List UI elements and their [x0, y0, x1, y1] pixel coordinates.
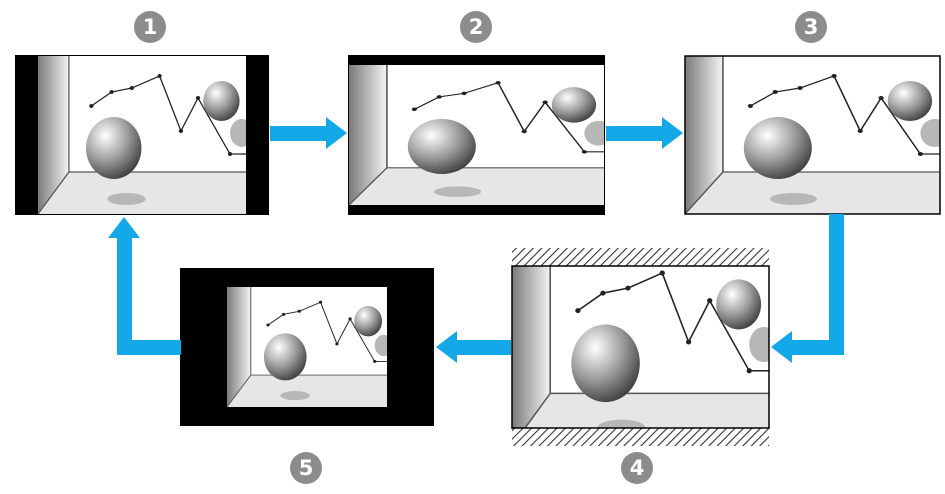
step-badge-5: 5: [290, 452, 322, 484]
step-number: 1: [142, 15, 158, 39]
step-number: 2: [468, 15, 484, 39]
arrow-2-to-3: [606, 117, 683, 149]
frame-5: [180, 268, 434, 426]
frame-1: [15, 55, 269, 215]
arrow-1-to-2: [270, 117, 347, 149]
step-number: 4: [629, 456, 645, 480]
arrow-3-to-4: [771, 214, 844, 363]
frame-3: [684, 55, 941, 215]
step-number: 3: [803, 15, 819, 39]
step-number: 5: [298, 456, 314, 480]
step-badge-1: 1: [134, 11, 166, 43]
step-badge-4: 4: [621, 452, 653, 484]
frame-2: [348, 55, 605, 215]
arrow-4-to-5: [436, 331, 511, 363]
step-badge-2: 2: [460, 11, 492, 43]
step-badge-3: 3: [795, 11, 827, 43]
frame-4: [511, 248, 770, 446]
arrow-5-to-1: [108, 217, 181, 355]
